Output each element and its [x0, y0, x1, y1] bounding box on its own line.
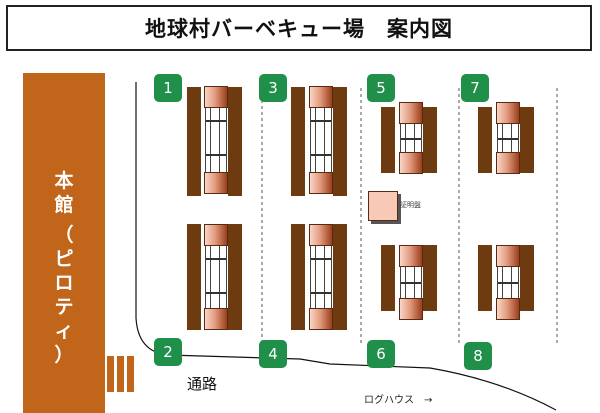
bench	[423, 245, 437, 311]
main-building-char: ピ	[54, 248, 74, 270]
certificate-label: 証明盤	[400, 201, 421, 209]
entrance-stair	[117, 356, 124, 392]
grill	[204, 86, 228, 194]
bench	[291, 87, 305, 196]
bench	[187, 224, 201, 330]
site-badge-4: 4	[259, 340, 287, 368]
bench	[520, 107, 534, 173]
bench	[333, 87, 347, 196]
main-building-char: ）	[54, 344, 74, 366]
main-building-char: （	[54, 224, 74, 246]
main-building-char: 本	[54, 170, 74, 192]
road-boundary	[135, 82, 557, 411]
bench	[228, 224, 242, 330]
site-badge-2: 2	[154, 338, 182, 366]
site-badge-6: 6	[367, 340, 395, 368]
main-building-char: ィ	[54, 320, 74, 342]
entrance-stair	[107, 356, 114, 392]
site-badge-3: 3	[259, 74, 287, 102]
bench	[187, 87, 201, 196]
bench	[478, 245, 492, 311]
bench	[478, 107, 492, 173]
grill	[399, 245, 423, 320]
bench	[333, 224, 347, 330]
main-building-char: ロ	[54, 272, 74, 294]
bench	[291, 224, 305, 330]
main-building: 本 館 （ ピ ロ テ ィ ）	[23, 73, 105, 413]
grill	[496, 245, 520, 320]
grill	[496, 102, 520, 174]
bench	[228, 87, 242, 196]
site-badge-1: 1	[154, 74, 182, 102]
grill	[399, 102, 423, 174]
entrance-stair	[127, 356, 134, 392]
loghouse-label: ログハウス →	[364, 395, 433, 406]
certificate-board	[368, 191, 398, 221]
grill	[309, 224, 333, 330]
grill	[309, 86, 333, 194]
bench	[381, 107, 395, 173]
bench	[423, 107, 437, 173]
bench	[381, 245, 395, 311]
site-badge-7: 7	[461, 74, 489, 102]
title-box: 地球村バーベキュー場 案内図	[6, 5, 592, 51]
main-building-char: テ	[54, 296, 74, 318]
page-title: 地球村バーベキュー場 案内図	[145, 17, 453, 41]
grill	[204, 224, 228, 330]
road-label: 通路	[187, 375, 218, 393]
site-badge-8: 8	[464, 342, 492, 370]
main-building-char: 館	[54, 194, 74, 216]
site-badge-5: 5	[367, 74, 395, 102]
bench	[520, 245, 534, 311]
